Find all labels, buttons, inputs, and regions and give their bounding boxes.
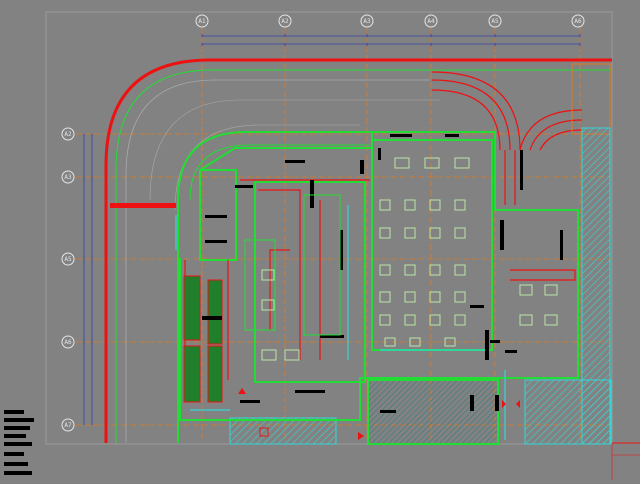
grid-bubble-row-a2: A2 xyxy=(61,127,75,141)
dining-tables xyxy=(261,157,558,361)
svg-text:A5: A5 xyxy=(64,256,72,263)
title-block xyxy=(4,408,38,478)
sheet-border xyxy=(45,11,613,445)
svg-text:A3: A3 xyxy=(363,18,371,25)
grid-bubble-a3: A3 xyxy=(360,14,374,28)
ink-details xyxy=(202,134,563,413)
stair-outline xyxy=(571,63,611,135)
svg-text:A2: A2 xyxy=(281,18,289,25)
building-walls xyxy=(179,131,579,421)
grid-bubble-a6: A6 xyxy=(571,14,585,28)
grid-bubble-row-a6: A6 xyxy=(61,335,75,349)
grid-bubble-row-a7: A7 xyxy=(61,418,75,432)
red-barrier xyxy=(110,203,176,208)
column-bubbles: A1 A2 A3 A4 A5 A6 xyxy=(195,14,585,28)
svg-text:A6: A6 xyxy=(574,18,582,25)
kitchen-block xyxy=(303,194,341,336)
hatched-zone-lower-left xyxy=(229,417,337,445)
road-curve xyxy=(104,58,612,443)
svg-text:A4: A4 xyxy=(427,18,435,25)
svg-text:A2: A2 xyxy=(64,131,72,138)
parking-bays xyxy=(183,275,223,403)
svg-text:A6: A6 xyxy=(64,339,72,346)
title-block-mark xyxy=(4,426,30,430)
grid-bubble-a1: A1 xyxy=(195,14,209,28)
top-dimension-lines xyxy=(201,30,581,50)
corner-curves xyxy=(431,71,583,151)
kitchen-prep xyxy=(244,239,276,331)
svg-text:A3: A3 xyxy=(64,174,72,181)
title-block-mark xyxy=(4,418,34,422)
title-block-mark xyxy=(4,452,24,456)
title-block-mark xyxy=(4,442,32,446)
red-markers xyxy=(238,388,520,440)
cyan-partitions xyxy=(175,205,506,440)
grid-bubble-row-a3: A3 xyxy=(61,170,75,184)
title-block-mark xyxy=(4,434,26,438)
grid-bubble-a5: A5 xyxy=(488,14,502,28)
title-block-mark xyxy=(4,410,24,414)
title-block-mark xyxy=(4,462,28,466)
grid-bubble-row-a5: A5 xyxy=(61,252,75,266)
svg-text:A7: A7 xyxy=(64,422,72,429)
svg-text:A5: A5 xyxy=(491,18,499,25)
left-dimension-lines xyxy=(83,134,93,425)
svg-text:A1: A1 xyxy=(198,18,206,25)
axis-grid xyxy=(76,28,612,440)
row-bubbles: A2 A3 A5 A6 A7 xyxy=(61,127,75,432)
grid-bubble-a4: A4 xyxy=(424,14,438,28)
title-block-mark xyxy=(4,471,32,475)
grid-bubble-a2: A2 xyxy=(278,14,292,28)
hatched-zone-lower-right xyxy=(524,379,612,445)
